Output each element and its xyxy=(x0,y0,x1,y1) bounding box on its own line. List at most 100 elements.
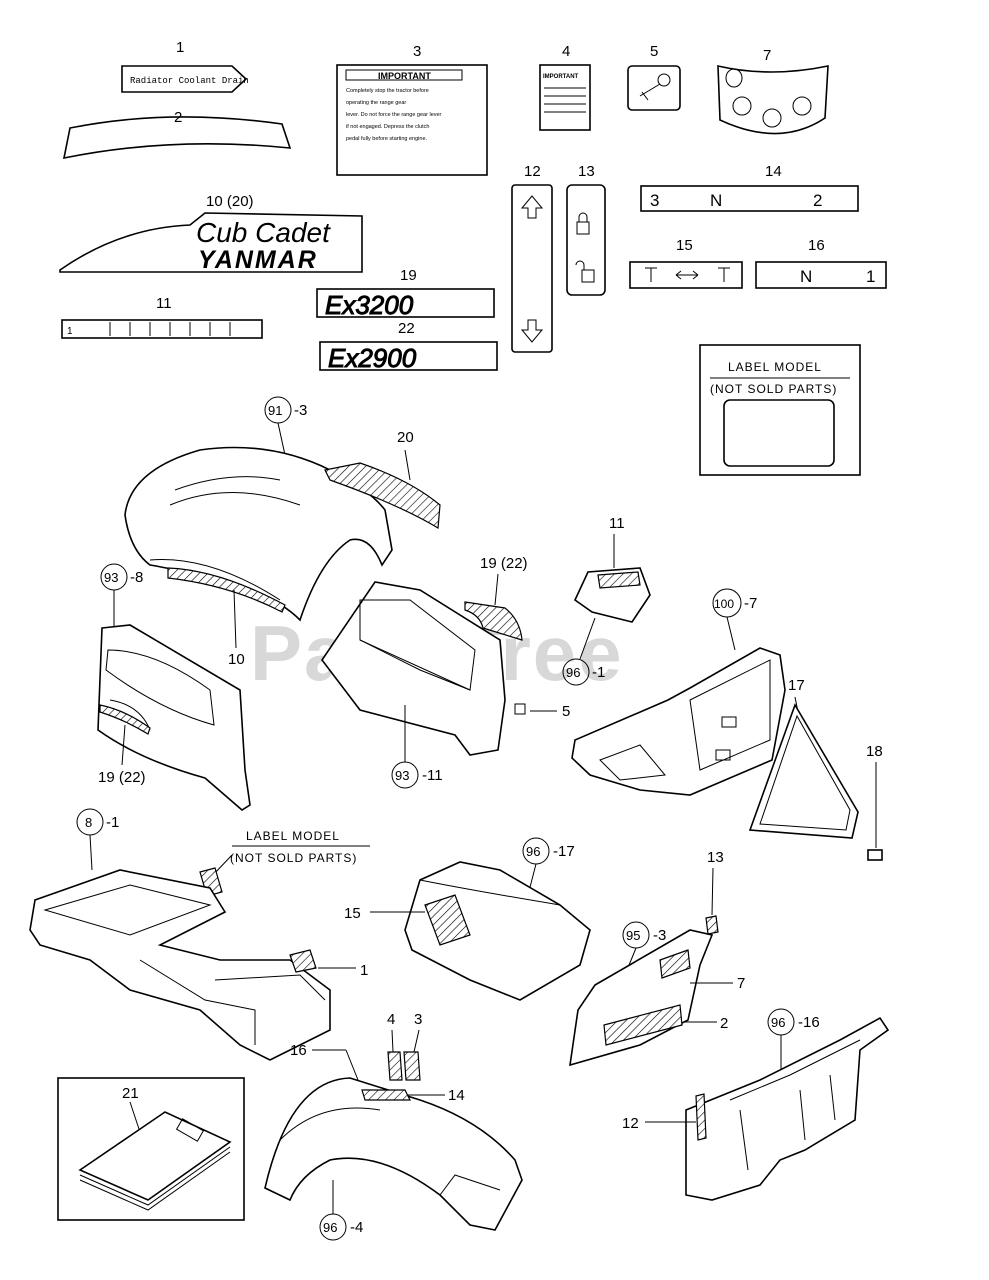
decal-rear-fender-3[interactable] xyxy=(403,1051,421,1081)
manual-box xyxy=(57,1077,245,1221)
gear-14-mid: N xyxy=(710,191,722,210)
decal-shift-pattern-plate[interactable] xyxy=(717,64,829,135)
decal-fender-stripe[interactable] xyxy=(603,1004,683,1046)
decal-adjust-arrows[interactable] xyxy=(629,261,743,289)
circled-93-suffix: -8 xyxy=(130,569,143,586)
circled-95-suffix: -3 xyxy=(653,927,666,944)
decal-cub-cadet-yanmar[interactable]: Cub Cadet YANMAR xyxy=(59,212,363,274)
label-model-frame-title: LABEL MODEL xyxy=(246,829,340,843)
callout-91-3: 91 -3 xyxy=(264,396,307,424)
callout-13: 13 xyxy=(578,163,595,180)
callout-19: 19 xyxy=(400,267,417,284)
decal-up-down-arrows[interactable] xyxy=(511,184,553,353)
scale-start-number: 1 xyxy=(67,326,73,337)
callout-16: 16 xyxy=(808,237,825,254)
callout-95-3: 95 -3 xyxy=(622,921,666,949)
decal-key-symbol[interactable] xyxy=(627,65,681,111)
decal-lock-unlock[interactable] xyxy=(566,184,606,296)
callout-14-fender: 14 xyxy=(448,1087,465,1104)
fender-panel-right[interactable] xyxy=(569,929,714,1067)
decal-important-small[interactable]: IMPORTANT xyxy=(539,64,591,131)
callout-11-bracket: 11 xyxy=(609,515,625,532)
label-model-frame: LABEL MODEL (NOT SOLD PARTS) xyxy=(230,829,370,865)
callout-4: 4 xyxy=(562,43,570,60)
callout-93-11: 93 -11 xyxy=(391,761,443,789)
callout-7: 7 xyxy=(763,47,771,64)
callout-1-frame: 1 xyxy=(360,962,368,979)
callout-93-8: 93 -8 xyxy=(100,563,143,591)
callout-13-fender: 13 xyxy=(707,849,724,866)
rear-fender[interactable] xyxy=(264,1077,523,1231)
label-model-title: LABEL MODEL xyxy=(728,360,822,374)
circled-91-suffix: -3 xyxy=(294,402,307,419)
callout-17: 17 xyxy=(788,677,805,694)
callout-18: 18 xyxy=(866,743,883,760)
decal-hood-stripe-right[interactable] xyxy=(324,462,441,530)
callout-4-fender: 4 xyxy=(387,1011,395,1028)
circled-96c: 96 xyxy=(771,1015,785,1030)
decal-step-cover[interactable] xyxy=(424,894,471,946)
dashboard[interactable] xyxy=(571,647,786,796)
side-panel-right[interactable] xyxy=(321,581,506,756)
gear-16-mid: N xyxy=(800,267,812,286)
decal-frame-radiator[interactable] xyxy=(289,949,317,973)
operators-manual[interactable] xyxy=(78,1111,232,1201)
decal-fender-upper[interactable] xyxy=(659,949,691,979)
circled-96b: 96 xyxy=(526,844,540,859)
decal-rear-fender-4[interactable] xyxy=(387,1051,403,1081)
decal-hood-stripe-left[interactable] xyxy=(167,567,286,613)
tractor-frame[interactable] xyxy=(29,869,331,1061)
decal-ex3200[interactable]: Ex3200 xyxy=(316,288,495,321)
circled-96c-suffix: -16 xyxy=(798,1014,820,1031)
circled-96: 96 xyxy=(566,665,580,680)
decal-important-large[interactable]: IMPORTANT Completely stop the tractor be… xyxy=(336,64,488,176)
callout-96-17: 96 -17 xyxy=(522,837,575,865)
callout-20: 20 xyxy=(397,429,414,446)
circled-93: 93 xyxy=(104,570,118,585)
callout-15-cover: 15 xyxy=(344,905,361,922)
circled-100-suffix: -7 xyxy=(744,595,757,612)
floor-plate[interactable] xyxy=(685,1016,890,1201)
decal-range-3-n-2[interactable]: 3 N 2 xyxy=(640,185,859,212)
callout-12-floor: 12 xyxy=(622,1115,639,1132)
callout-15: 15 xyxy=(676,237,693,254)
circled-96d-suffix: -4 xyxy=(350,1219,363,1236)
yanmar-logo-text: YANMAR xyxy=(198,246,318,274)
ex3200-text: Ex3200 xyxy=(325,290,414,320)
decal-triangle-panel[interactable] xyxy=(748,703,859,839)
important-line-1: Completely stop the tractor before xyxy=(346,88,429,94)
decal-curved-strip[interactable] xyxy=(62,116,292,160)
callout-8-1: 8 -1 xyxy=(76,808,119,836)
decal-rear-fender-14[interactable] xyxy=(361,1089,411,1101)
decal-ex2900[interactable]: Ex2900 xyxy=(319,341,498,374)
important-line-4: if not engaged. Depress the clutch xyxy=(346,124,429,130)
label-model-subtitle: (NOT SOLD PARTS) xyxy=(710,382,837,396)
callout-2-fender: 2 xyxy=(720,1015,728,1032)
decal-side-panel-left[interactable] xyxy=(99,704,151,735)
callout-96-16: 96 -16 xyxy=(767,1008,820,1036)
circled-93b-suffix: -11 xyxy=(422,767,443,784)
callout-3-fender: 3 xyxy=(414,1011,422,1028)
decal-fender-lock[interactable] xyxy=(705,915,719,935)
decal-radiator-coolant-drain[interactable]: Radiator Coolant Drain xyxy=(121,65,249,93)
side-panel-left[interactable] xyxy=(97,624,251,811)
callout-3: 3 xyxy=(413,43,421,60)
gear-14-left: 3 xyxy=(650,191,659,210)
callout-7-fender: 7 xyxy=(737,975,745,992)
circled-91: 91 xyxy=(268,403,282,418)
circled-95: 95 xyxy=(626,928,640,943)
callout-10-20: 10 (20) xyxy=(206,193,254,210)
circled-100: 100 xyxy=(714,597,734,611)
decal-side-panel-right[interactable] xyxy=(464,601,523,641)
callout-100-7: 100 -7 xyxy=(712,588,757,618)
decal-floor-plate[interactable] xyxy=(695,1093,707,1141)
decal-throttle-scale[interactable]: 1 xyxy=(61,319,263,339)
callout-5: 5 xyxy=(650,43,658,60)
circled-93b: 93 xyxy=(395,768,409,783)
ex2900-text: Ex2900 xyxy=(328,343,417,373)
important-line-2: operating the range gear xyxy=(346,100,406,106)
bolt[interactable] xyxy=(867,849,883,861)
callout-19-22-left: 19 (22) xyxy=(98,769,146,786)
decal-range-n-1[interactable]: N 1 xyxy=(755,261,887,289)
